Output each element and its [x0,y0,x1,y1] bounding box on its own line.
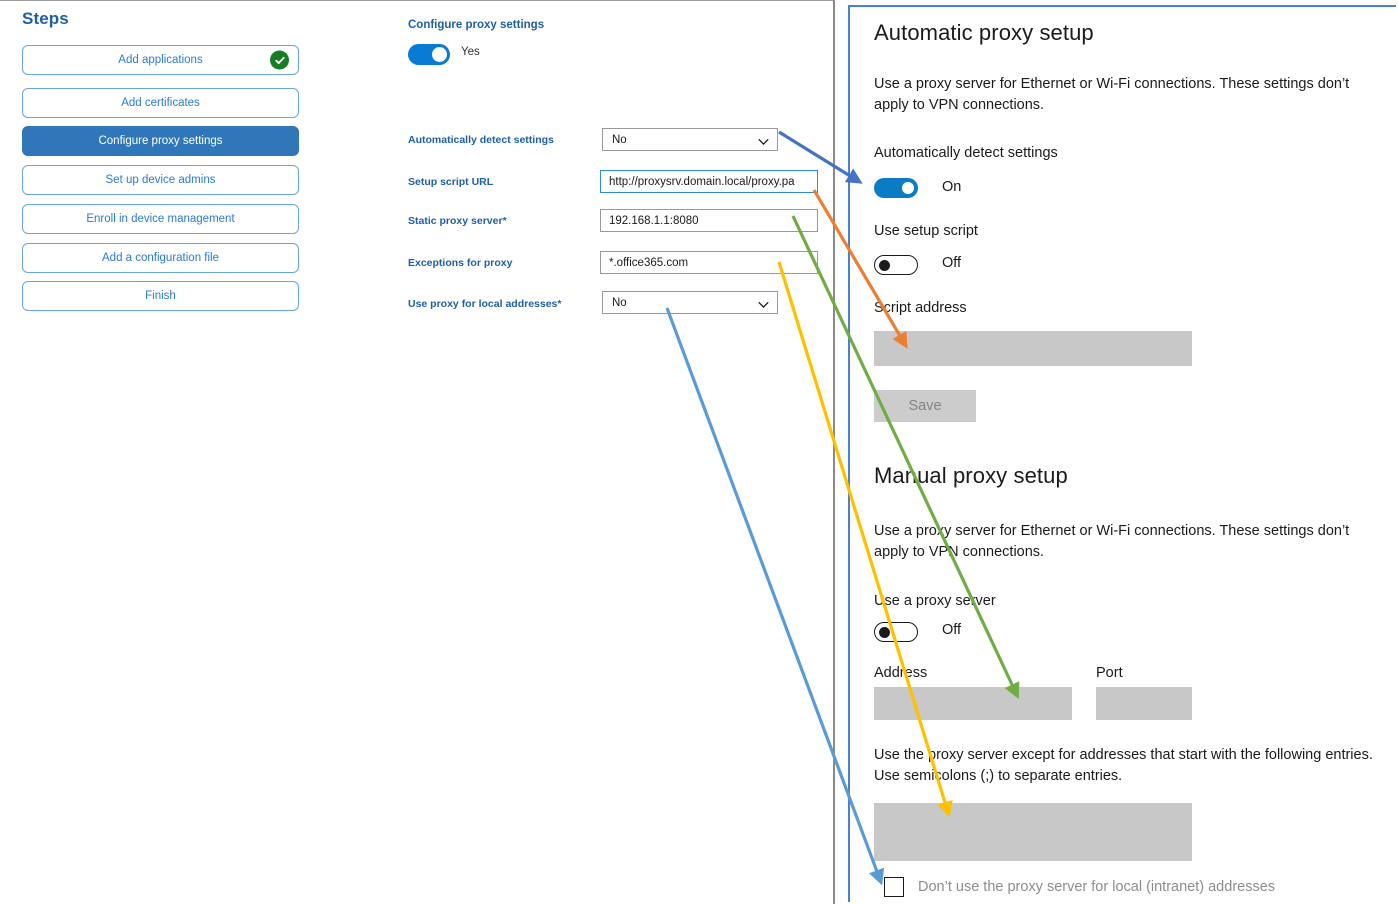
field-label-exceptions-for-proxy: Exceptions for proxy [408,257,513,269]
toggle-knob [879,627,890,638]
address-input[interactable] [874,687,1072,720]
use-setup-script-state: Off [942,255,962,271]
step-item-set-up-device-admins[interactable]: Set up device admins [22,165,299,195]
manual-proxy-setup-heading: Manual proxy setup [874,463,1068,488]
panel-divider [833,0,835,904]
step-item-finish[interactable]: Finish [22,281,299,311]
step-label: Enroll in device management [86,213,235,225]
automatically-detect-settings-state: On [942,179,962,195]
required-marker: * [557,298,562,310]
port-label: Port [1096,665,1123,681]
configure-proxy-toggle-label: Yes [461,46,480,58]
chevron-down-icon [758,136,769,145]
select-value: No [612,133,627,146]
select-value: No [612,296,627,309]
top-divider-rule [0,0,833,1]
step-label: Set up device admins [105,174,216,186]
check-circle-icon [270,50,289,70]
step-item-add-applications[interactable]: Add applications [22,45,299,75]
script-address-label: Script address [874,300,967,316]
field-label-setup-script-url: Setup script URL [408,176,494,188]
input-value: *.office365.com [609,256,689,269]
address-label: Address [874,665,928,681]
proxy-form-panel: Configure proxy settings Yes Automatical… [333,0,833,904]
use-setup-script-label: Use setup script [874,223,978,239]
field-label-use-proxy-for-local-addresses: Use proxy for local addresses* [408,298,562,310]
form-heading: Configure proxy settings [408,19,545,31]
use-a-proxy-server-label: Use a proxy server [874,593,996,609]
script-address-input[interactable] [874,331,1192,366]
static-proxy-server-input[interactable]: 192.168.1.1:8080 [600,209,818,232]
automatically-detect-settings-toggle[interactable] [874,178,918,198]
step-item-configure-proxy-settings[interactable]: Configure proxy settings [22,126,299,156]
toggle-knob [432,47,447,62]
steps-title: Steps [22,9,69,28]
step-label: Add applications [118,54,203,66]
setup-script-url-input[interactable]: http://proxysrv.domain.local/proxy.pa [600,170,818,193]
port-input[interactable] [1096,687,1192,720]
step-item-add-certificates[interactable]: Add certificates [22,88,299,118]
configure-proxy-toggle[interactable] [408,44,450,65]
proxy-exceptions-input[interactable] [874,803,1192,861]
local-addresses-checkbox[interactable] [884,877,904,897]
use-proxy-for-local-addresses-select[interactable]: No [602,291,778,314]
step-item-enroll-in-device-management[interactable]: Enroll in device management [22,204,299,234]
field-label-static-proxy-server: Static proxy server* [408,215,507,227]
chevron-down-icon [758,299,769,308]
save-button[interactable]: Save [874,390,976,422]
automatic-proxy-setup-heading: Automatic proxy setup [874,20,1094,45]
step-item-add-a-configuration-file[interactable]: Add a configuration file [22,243,299,273]
use-a-proxy-server-state: Off [942,622,962,638]
steps-panel: Steps Add applications Add certificates … [0,0,333,904]
step-label: Add certificates [121,97,200,109]
local-addresses-checkbox-label: Don’t use the proxy server for local (in… [918,879,1276,895]
required-marker: * [502,215,507,227]
input-value: http://proxysrv.domain.local/proxy.pa [609,175,795,188]
use-a-proxy-server-toggle[interactable] [874,622,918,642]
automatic-proxy-setup-description: Use a proxy server for Ethernet or Wi-Fi… [874,76,1350,113]
toggle-knob [902,182,914,194]
automatically-detect-settings-label: Automatically detect settings [874,145,1058,161]
proxy-exceptions-description: Use the proxy server except for addresse… [874,747,1373,784]
local-addresses-checkbox-row[interactable]: Don’t use the proxy server for local (in… [884,877,1275,897]
exceptions-for-proxy-input[interactable]: *.office365.com [600,251,818,274]
toggle-knob [879,260,890,271]
manual-proxy-setup-description: Use a proxy server for Ethernet or Wi-Fi… [874,523,1350,560]
step-label: Configure proxy settings [98,135,223,147]
automatically-detect-settings-select[interactable]: No [602,128,778,151]
use-setup-script-toggle[interactable] [874,255,918,275]
input-value: 192.168.1.1:8080 [609,214,699,227]
step-label: Add a configuration file [102,252,219,264]
step-label: Finish [145,290,176,302]
field-label-automatically-detect-settings: Automatically detect settings [408,134,554,146]
